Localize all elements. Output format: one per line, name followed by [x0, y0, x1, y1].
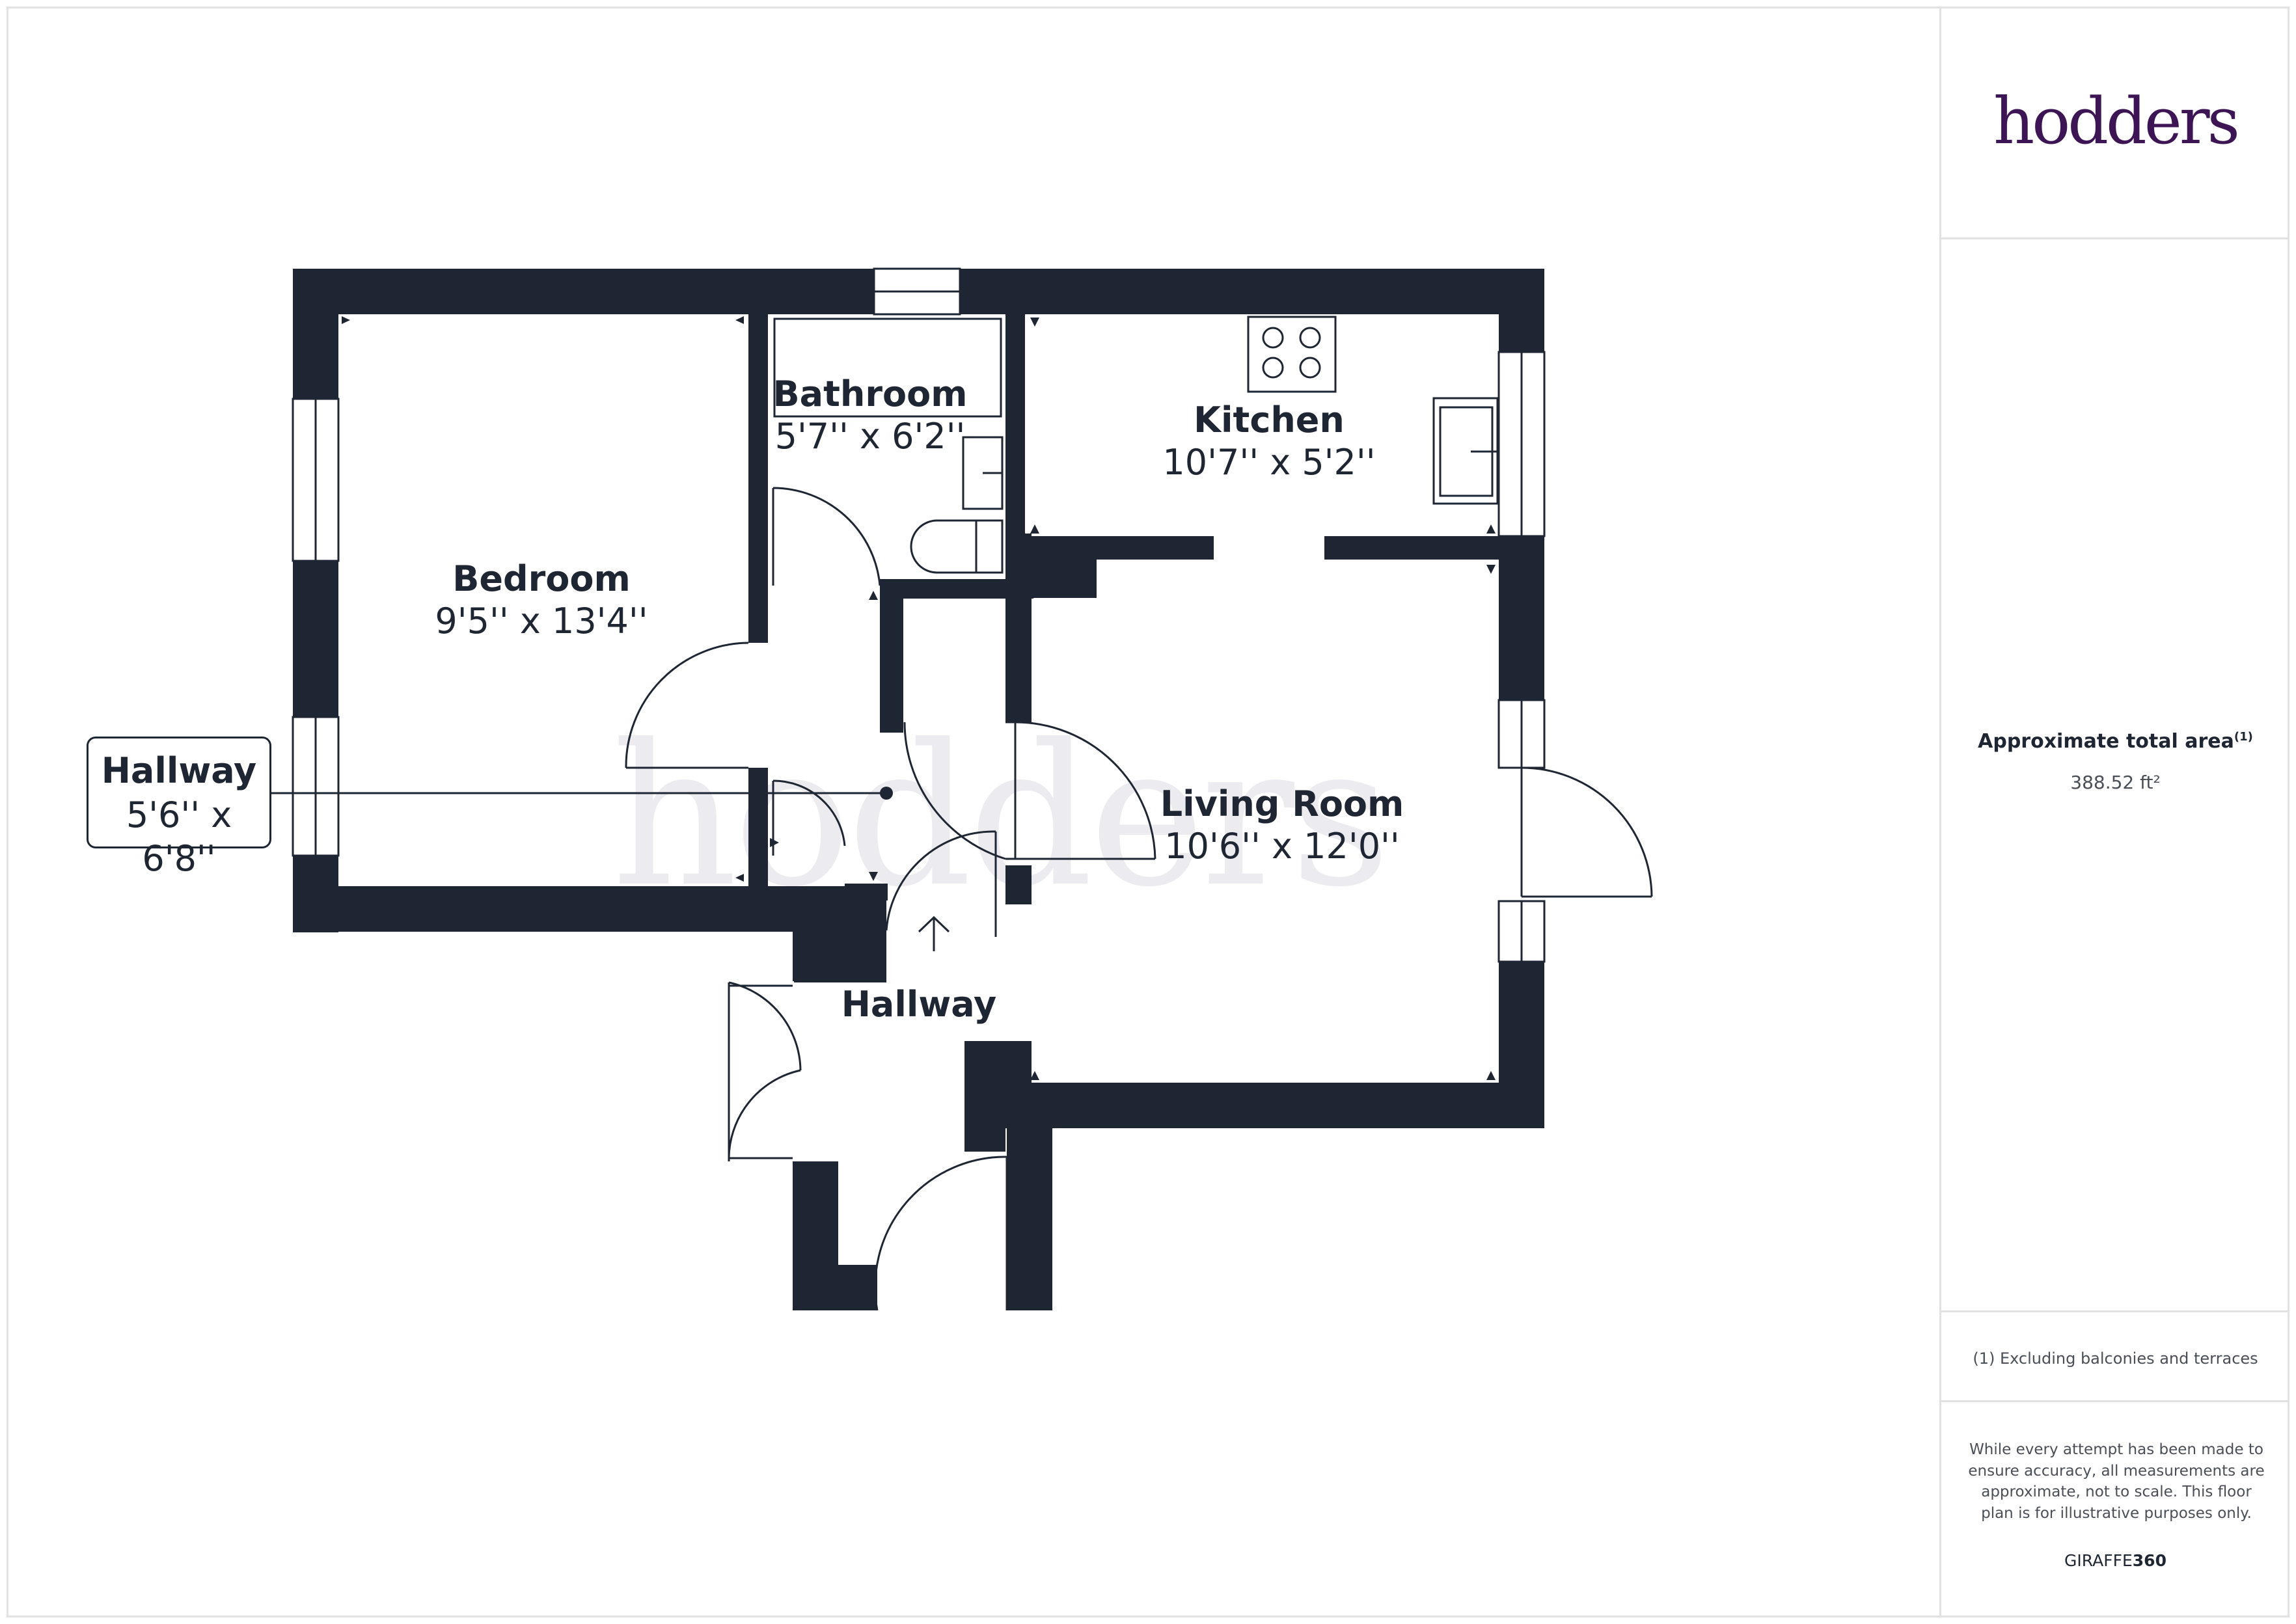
room-dims-living-room: 10'6'' x 12'0'': [1164, 825, 1400, 867]
room-dims-bedroom: 9'5'' x 13'4'': [435, 600, 648, 642]
tick-kitchen-bl: [1030, 524, 1039, 534]
page-frame: [7, 7, 2289, 1617]
brand-logo: hodders: [1993, 85, 2240, 159]
room-name-bedroom: Bedroom: [452, 558, 631, 599]
door-living-swing: [1521, 766, 1653, 897]
panel-divider-footnote: [1941, 1310, 2289, 1312]
room-name-living-room: Living Room: [1160, 783, 1404, 824]
wall-kitchen-block: [1025, 536, 1097, 598]
tick-bedroom-tr: [735, 316, 744, 324]
wall-top-left: [293, 269, 874, 314]
wall-entry-left-upper: [793, 932, 838, 981]
room-dims-hallway-inner: 5'6'' x 6'8'': [126, 794, 232, 880]
door-cupboard-swing: [772, 779, 846, 846]
area-title: Approximate total area(1): [1941, 730, 2289, 753]
area-value: 388.52 ft²: [2070, 772, 2161, 793]
wall-bedroom-right-upper: [748, 314, 768, 643]
room-label-kitchen: Kitchen 10'7'' x 5'2'': [1162, 399, 1375, 484]
fixtures: [271, 267, 1653, 1311]
wall-entry-bottom: [793, 1265, 877, 1310]
entrance-arrow-head: [918, 915, 950, 933]
giraffe-suffix: 360: [2132, 1551, 2166, 1570]
door-entry-swing-1: [728, 981, 802, 1071]
door-front-swing: [874, 1156, 1007, 1311]
hob-ring-4: [1299, 357, 1321, 379]
door-bathroom-swing: [772, 487, 881, 586]
tick-living-br: [1486, 1071, 1496, 1080]
door-living-inner-swing: [1015, 721, 1156, 859]
wall-stub: [845, 884, 888, 900]
wall-left-2: [293, 561, 338, 717]
wall-entry-right-block: [964, 1041, 1005, 1152]
giraffe360-credit: GIRAFFE360: [1941, 1551, 2289, 1570]
tick-bedroom-tl: [342, 316, 350, 324]
wall-top-right: [960, 269, 1544, 314]
wall-right-1: [1499, 269, 1544, 352]
room-dims-bathroom: 5'7'' x 6'2'': [774, 415, 966, 457]
disclaimer-text: While every attempt has been made to ens…: [1968, 1441, 2265, 1522]
area-title-text: Approximate total area: [1978, 730, 2234, 753]
tick-corridor-bottom: [869, 872, 878, 881]
hob-ring-3: [1262, 357, 1284, 379]
wall-bedroom-right-lower: [748, 768, 768, 886]
tick-cupboard: [770, 838, 779, 847]
kitchen-sink: [1432, 397, 1499, 505]
area-note-marker: (1): [2234, 730, 2253, 744]
room-name-kitchen: Kitchen: [1194, 399, 1345, 440]
door-hall-swing: [885, 830, 996, 931]
wall-living-left-lower: [1005, 1041, 1032, 1083]
measure-ticks: [342, 316, 1496, 1080]
toilet-bowl: [910, 519, 976, 574]
wall-living-left-stub: [1005, 865, 1032, 904]
floor-plan-drawing: [271, 267, 1653, 1311]
hob-ring-2: [1299, 327, 1321, 349]
tick-kitchen-tl: [1030, 318, 1039, 327]
panel-divider-disclaimer: [1941, 1400, 2289, 1402]
door-corridor-swing: [903, 722, 1006, 860]
tick-corridor-top: [869, 591, 878, 600]
tick-living-tr: [1486, 565, 1496, 574]
wall-right-2: [1499, 536, 1544, 700]
area-footnote: (1) Excluding balconies and terraces: [1973, 1349, 2258, 1368]
tick-bedroom-br: [735, 874, 744, 882]
hallway-callout: Hallway 5'6'' x 6'8'': [87, 737, 271, 879]
room-name-hallway-entry: Hallway: [841, 984, 997, 1025]
toilet-cistern: [975, 519, 1004, 574]
tick-living-bl: [1030, 1071, 1039, 1080]
giraffe-prefix: GIRAFFE: [2064, 1551, 2133, 1570]
wall-bath-right: [1005, 314, 1025, 575]
wall-living-bottom: [964, 1083, 1544, 1128]
wall-left-1: [293, 269, 338, 399]
room-label-bathroom: Bathroom 5'7'' x 6'2'': [773, 373, 968, 458]
info-panel: hodders Approximate total area(1) 388.52…: [1939, 7, 2289, 1617]
door-living-inner-leaf: [1005, 721, 1017, 860]
walls: [293, 269, 1544, 1310]
panel-divider-top: [1941, 237, 2289, 239]
hallway-callout-dot: [880, 787, 893, 800]
wall-bedroom-bottom: [293, 886, 886, 932]
room-label-hallway-entry: Hallway: [841, 984, 997, 1026]
hob-ring-1: [1262, 327, 1284, 349]
room-name-hallway-inner: Hallway: [101, 750, 257, 791]
wall-entry-right: [1007, 1128, 1052, 1310]
floor-plan: hodders: [87, 267, 1653, 1311]
kitchen-hob: [1247, 316, 1337, 393]
tick-kitchen-br: [1486, 524, 1496, 534]
room-label-living-room: Living Room 10'6'' x 12'0'': [1160, 783, 1404, 868]
door-bedroom-swing: [625, 642, 749, 768]
room-label-bedroom: Bedroom 9'5'' x 13'4'': [435, 558, 648, 643]
wall-corridor-left: [880, 586, 903, 733]
door-entry-swing-2: [728, 1069, 801, 1162]
room-dims-kitchen: 10'7'' x 5'2'': [1162, 441, 1376, 483]
room-name-bathroom: Bathroom: [772, 373, 968, 414]
